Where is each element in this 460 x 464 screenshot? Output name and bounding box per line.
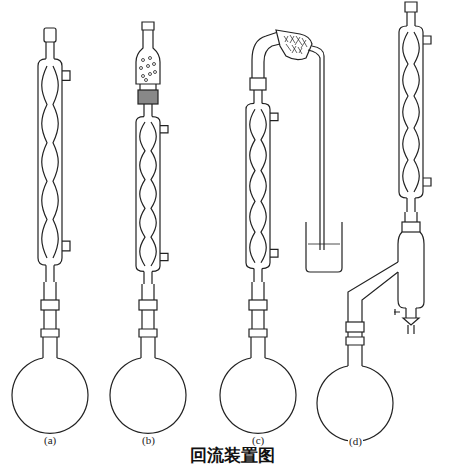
figure-label: (b) — [141, 434, 156, 446]
figure-label: (c) — [251, 434, 265, 446]
figure-label: (d) — [348, 435, 363, 447]
figure-caption: 回流装置图 — [190, 444, 275, 464]
figure-label: (a) — [43, 434, 57, 446]
